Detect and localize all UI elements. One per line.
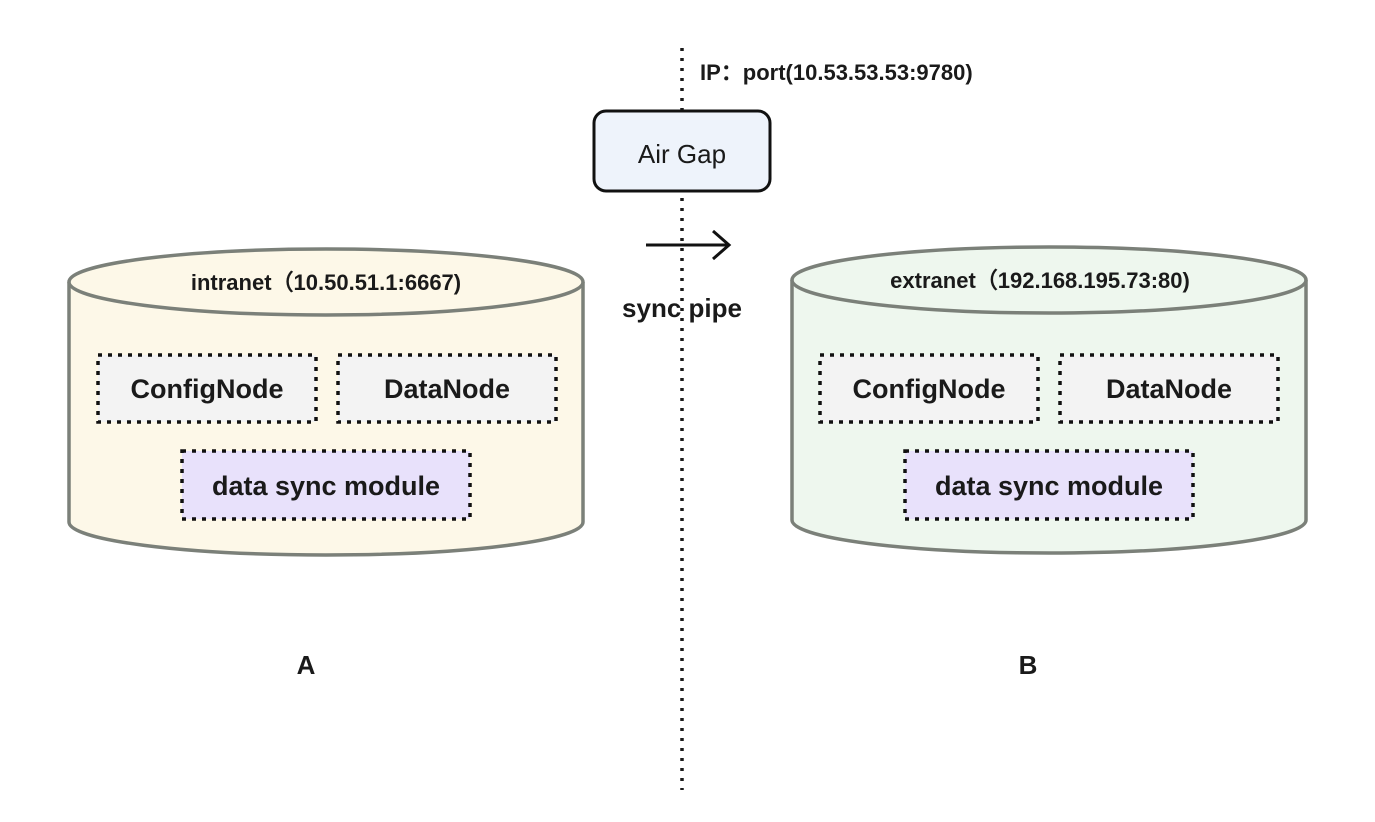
site-b-data-node-label: DataNode: [1106, 374, 1232, 404]
site-a-config-node: ConfigNode: [96, 353, 318, 424]
site-b-data-sync-module-label: data sync module: [935, 471, 1163, 501]
site-a-data-sync-module-label: data sync module: [212, 471, 440, 501]
site-a-data-node-label: DataNode: [384, 374, 510, 404]
site-b-db-label: extranet（192.168.195.73:80): [890, 268, 1190, 293]
sync-arrow-icon: [646, 229, 732, 261]
site-a-data-node: DataNode: [336, 353, 558, 424]
site-b-config-node-label: ConfigNode: [853, 374, 1006, 404]
site-b-config-node: ConfigNode: [818, 353, 1040, 424]
site-b-caption: B: [1019, 650, 1038, 680]
site-b-data-sync-module: data sync module: [903, 449, 1195, 521]
site-a-database-cylinder: intranet（10.50.51.1:6667) ConfigNode Dat…: [67, 247, 585, 557]
sync-pipe-label: sync pipe: [622, 293, 742, 323]
air-gap-box: Air Gap: [592, 109, 772, 193]
site-b-data-node: DataNode: [1058, 353, 1280, 424]
site-a-db-label: intranet（10.50.51.1:6667): [191, 270, 461, 295]
site-a-config-node-label: ConfigNode: [131, 374, 284, 404]
site-b-database-cylinder: extranet（192.168.195.73:80) ConfigNode D…: [790, 245, 1308, 555]
air-gap-label: Air Gap: [638, 139, 726, 169]
site-a-caption: A: [297, 650, 316, 680]
gateway-ip-port-label: IP：port(10.53.53.53:9780): [700, 60, 973, 85]
site-a-data-sync-module: data sync module: [180, 449, 472, 521]
